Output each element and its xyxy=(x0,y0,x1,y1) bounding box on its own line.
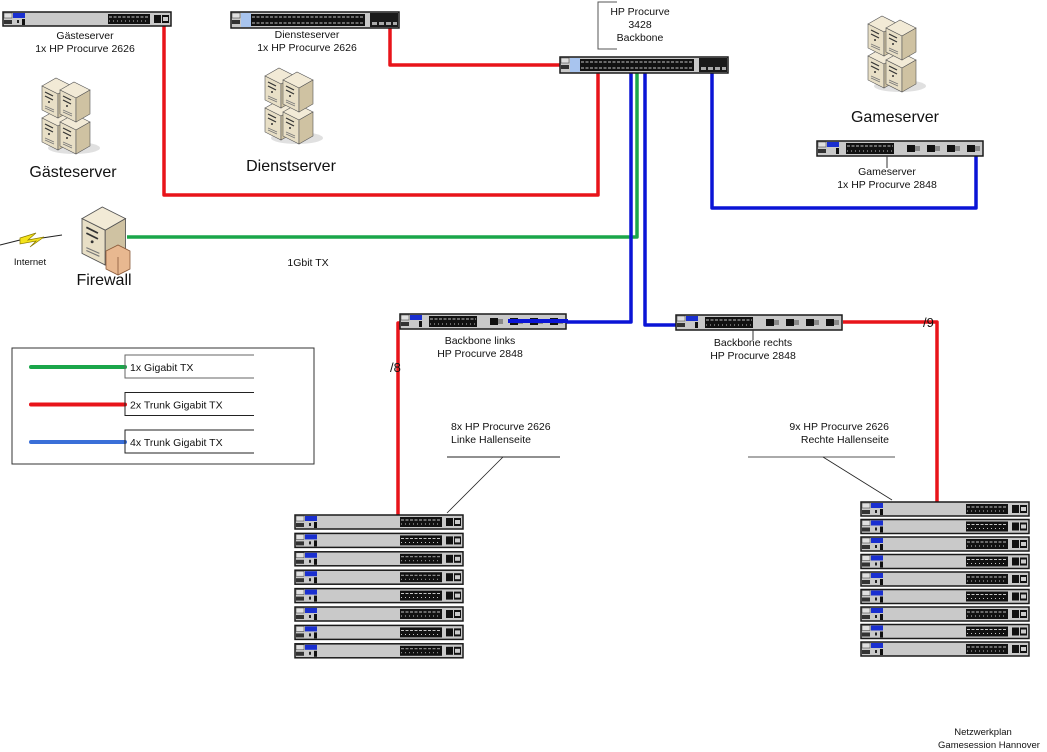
firewall-link-label: 1Gbit TX xyxy=(287,257,328,269)
switch-backbone-rechts[interactable] xyxy=(675,314,843,331)
server-cluster-gameserver-icon xyxy=(868,16,926,92)
firewall-title: Firewall xyxy=(76,272,131,289)
link-gaesteserver-backbone xyxy=(162,21,600,197)
legend-label: 4x Trunk Gigabit TX xyxy=(130,437,223,449)
stack-switch[interactable] xyxy=(860,606,1030,622)
footer-line-2: Gamesession Hannover xyxy=(938,740,1040,751)
gameserver-title: Gameserver xyxy=(851,109,940,126)
switch-stack-left xyxy=(294,514,464,659)
stack-switch[interactable] xyxy=(860,571,1030,587)
switch-backbone-links[interactable] xyxy=(399,313,568,330)
stack-switch[interactable] xyxy=(860,536,1030,552)
switch-diensteserver[interactable] xyxy=(230,11,400,29)
stack-switch[interactable] xyxy=(294,514,464,530)
link-backbone-rechts-stack xyxy=(843,320,939,503)
switch-gameserver-label: Gameserver xyxy=(858,166,916,178)
footer-line-1: Netzwerkplan xyxy=(954,727,1012,738)
server-cluster-dienstserver-icon xyxy=(265,68,323,144)
firewall-icon xyxy=(81,206,131,276)
legend-label-box xyxy=(124,429,254,454)
stack-switch[interactable] xyxy=(294,532,464,549)
backbone-label-1: HP Procurve xyxy=(610,6,669,18)
backbone-label-2: 3428 xyxy=(628,19,652,31)
stack-right-callout-pointer xyxy=(822,456,893,501)
switch-diensteserver-model: 1x HP Procurve 2626 xyxy=(257,42,357,54)
switch-backbone-3428[interactable] xyxy=(559,56,729,74)
dienstserver-title: Dienstserver xyxy=(246,158,336,175)
switch-backbone-rechts-model: HP Procurve 2848 xyxy=(710,350,796,362)
link-backbone-gameserver xyxy=(710,70,978,210)
internet-label: Internet xyxy=(14,257,47,268)
link-backbone-backbone-rechts xyxy=(643,70,678,327)
gaesteserver-title: Gästeserver xyxy=(29,164,117,181)
left-link-count: /8 xyxy=(390,360,401,375)
switch-backbone-links-model: HP Procurve 2848 xyxy=(437,348,523,360)
switch-gameserver[interactable] xyxy=(816,140,984,157)
switch-gaesteserver[interactable] xyxy=(2,11,172,27)
switch-gaesteserver-label: Gästeserver xyxy=(56,30,114,42)
stack-switch[interactable] xyxy=(860,518,1030,535)
switch-gaesteserver-model: 1x HP Procurve 2626 xyxy=(35,43,135,55)
legend-label-box xyxy=(124,392,254,416)
link-backbone-links-stack xyxy=(396,321,403,518)
stack-switch[interactable] xyxy=(294,624,464,641)
right-link-count: /9 xyxy=(923,315,934,330)
backbone-label-3: Backbone xyxy=(617,32,664,44)
stack-left-label-1: 8x HP Procurve 2626 xyxy=(451,421,551,433)
stack-switch[interactable] xyxy=(860,588,1030,605)
stack-switch[interactable] xyxy=(294,606,464,622)
stack-left-label-2: Linke Hallenseite xyxy=(451,434,531,446)
stack-switch[interactable] xyxy=(860,623,1030,640)
stack-left-callout-pointer xyxy=(446,456,504,514)
link-diensteserver-backbone xyxy=(388,25,561,67)
server-cluster-gaesteserver-icon xyxy=(42,78,100,154)
internet-lightning-icon xyxy=(0,232,63,248)
legend-label-box xyxy=(124,354,254,379)
stack-switch[interactable] xyxy=(860,553,1030,570)
switch-stack-right xyxy=(860,501,1030,657)
switch-backbone-links-label: Backbone links xyxy=(445,335,516,347)
stack-switch[interactable] xyxy=(294,569,464,585)
link-firewall-backbone xyxy=(127,70,639,239)
stack-switch[interactable] xyxy=(294,551,464,567)
stack-switch[interactable] xyxy=(860,501,1030,517)
legend-label: 2x Trunk Gigabit TX xyxy=(130,400,223,412)
backbone-label-bracket xyxy=(597,1,617,50)
switch-backbone-rechts-label: Backbone rechts xyxy=(714,337,792,349)
stack-right-label-2: Rechte Hallenseite xyxy=(801,434,889,446)
stack-switch[interactable] xyxy=(860,641,1030,657)
legend: 1x Gigabit TX 2x Trunk Gigabit TX 4x Trunk… xyxy=(11,347,315,465)
legend-label: 1x Gigabit TX xyxy=(130,362,193,374)
stack-right-label-1: 9x HP Procurve 2626 xyxy=(789,421,889,433)
stack-switch[interactable] xyxy=(294,587,464,604)
switch-gameserver-model: 1x HP Procurve 2848 xyxy=(837,179,937,191)
stack-switch[interactable] xyxy=(294,643,464,659)
switch-diensteserver-label: Diensteserver xyxy=(275,29,340,41)
